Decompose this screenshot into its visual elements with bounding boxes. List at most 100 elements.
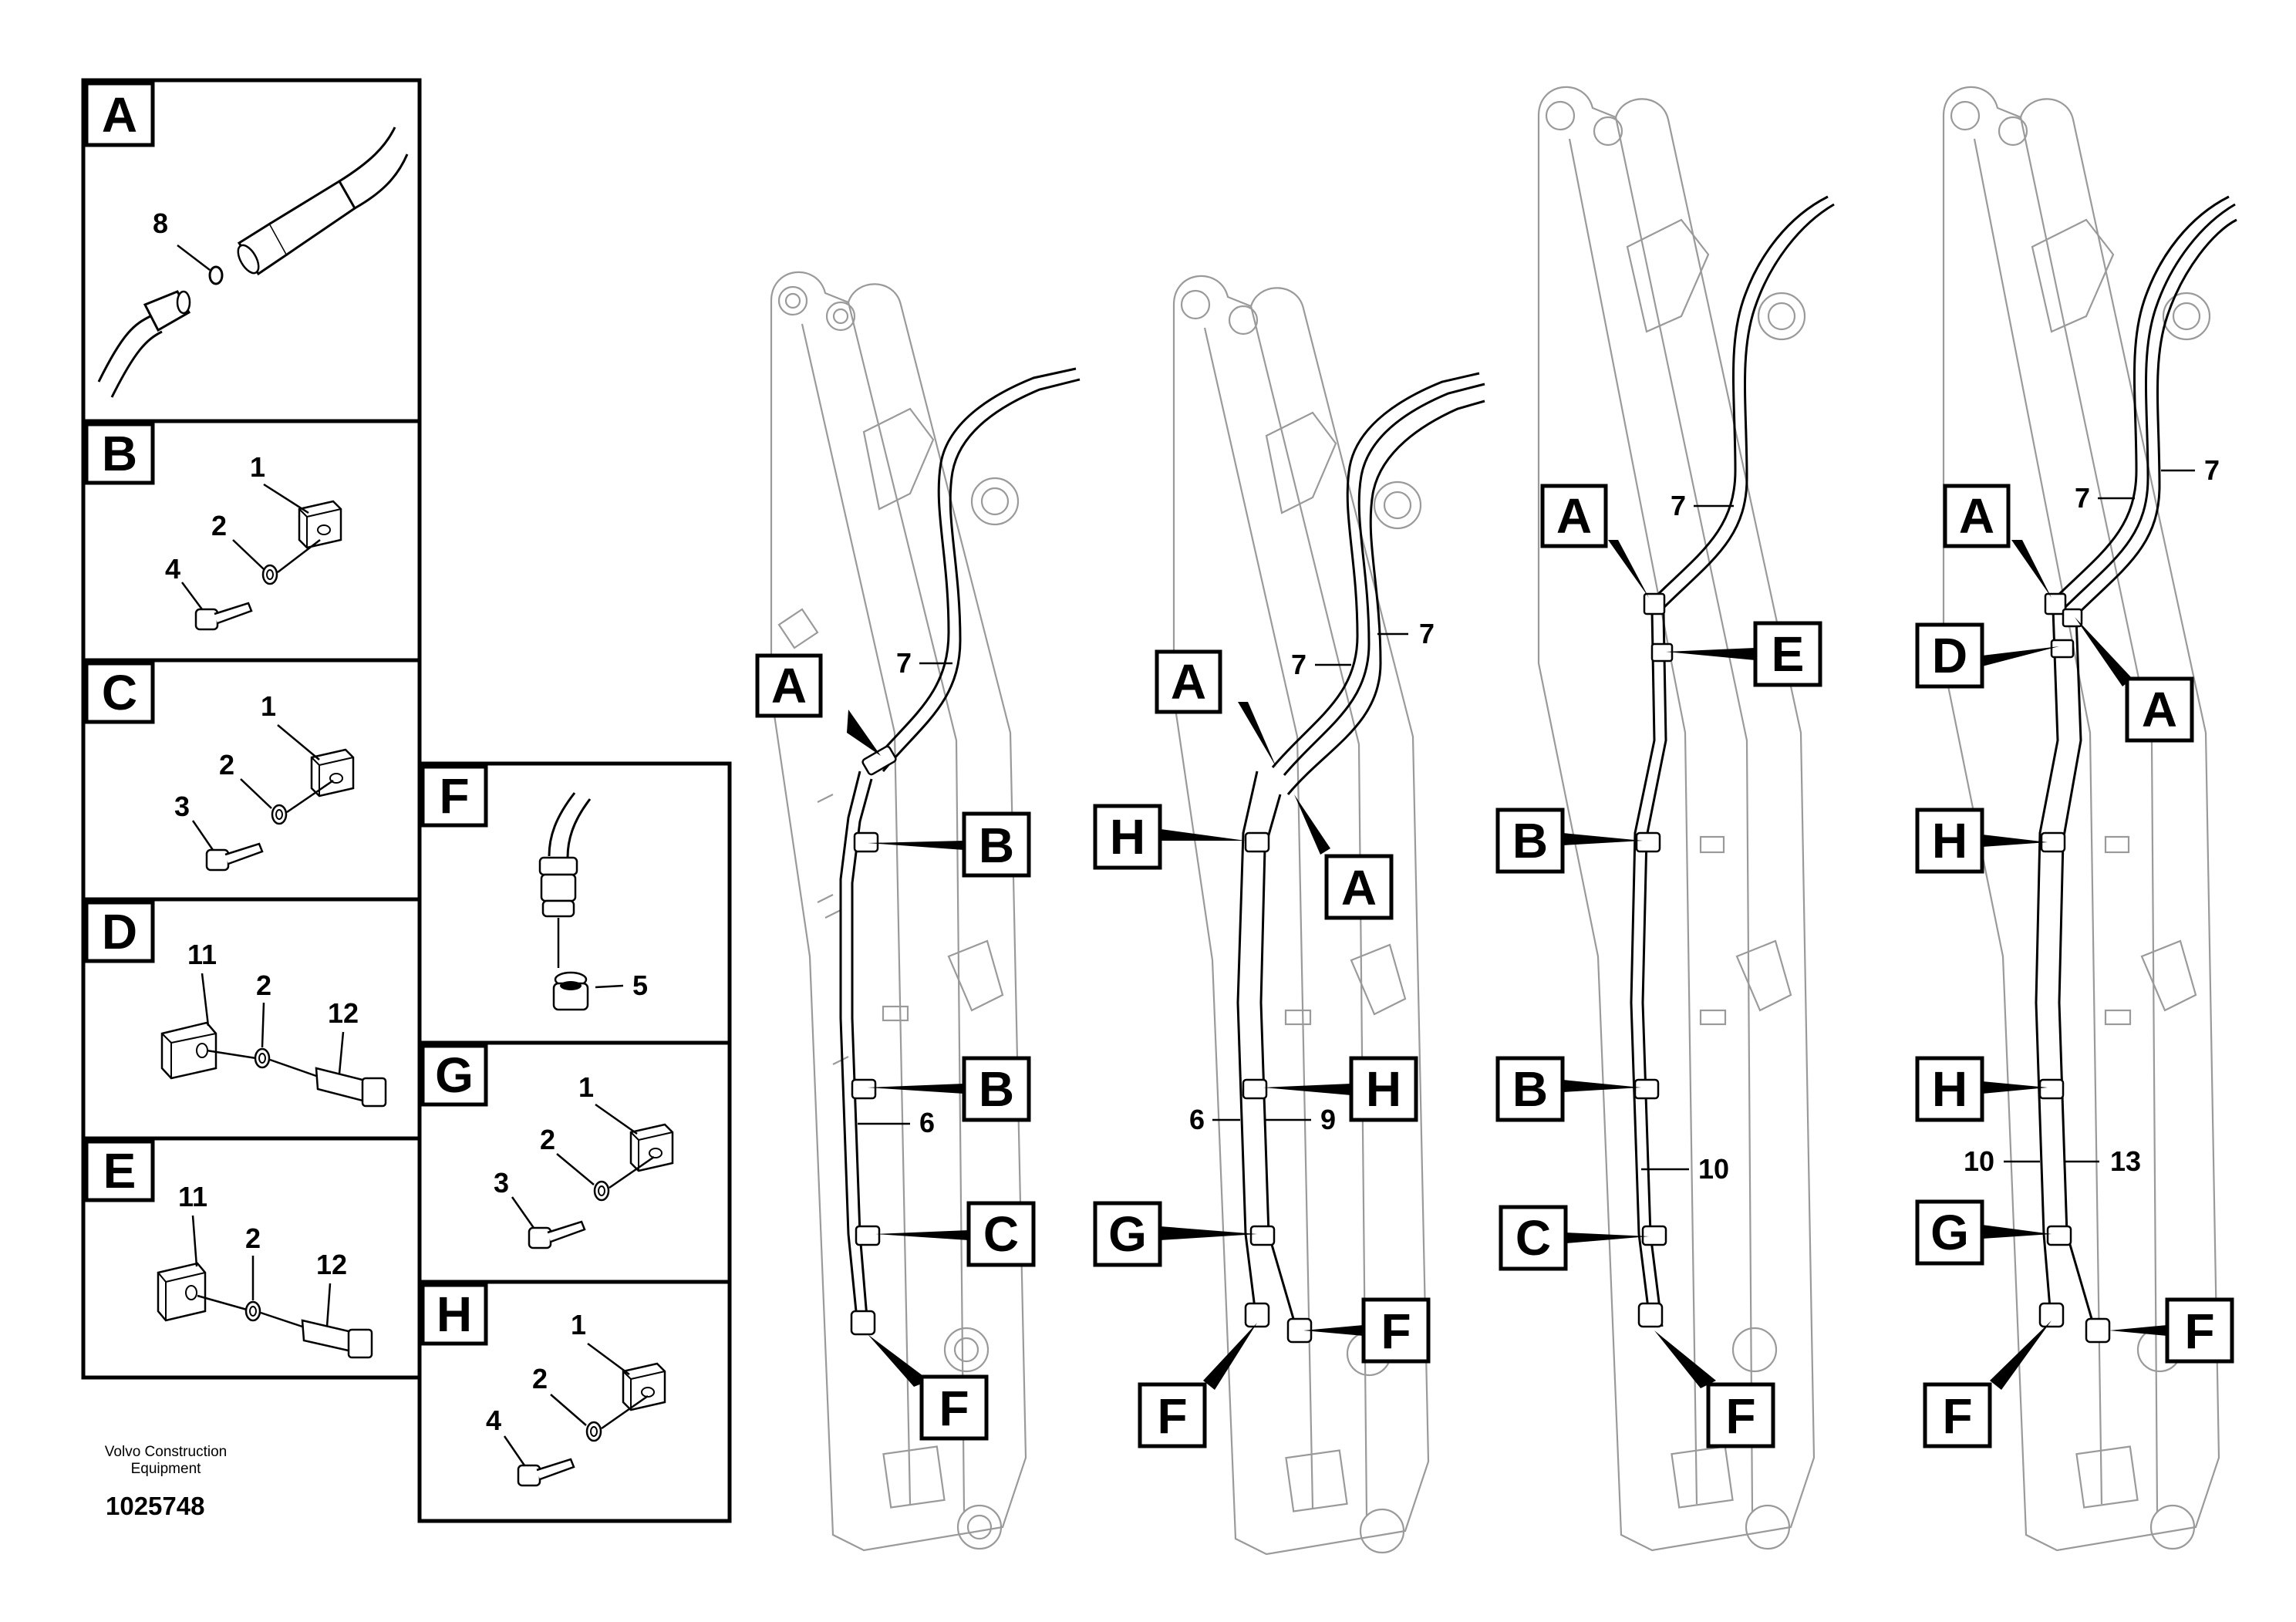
callout-7: 7 [2204,454,2220,486]
label-box: F [2184,1303,2214,1359]
panel-h-drawing: 1 2 4 [486,1309,666,1487]
callout-8: 8 [153,207,168,239]
callout-12: 12 [316,1249,347,1280]
label-box: G [1108,1206,1147,1262]
footer: Volvo Construction Equipment [77,1444,255,1478]
fitting-nut-icon [538,856,578,918]
panel-letter: A [102,87,137,143]
label-box: A [1556,488,1592,544]
panel-d-drawing: 11 2 12 [160,939,387,1108]
o-ring-icon [208,265,224,285]
callout-2: 2 [211,510,227,541]
callout-3: 3 [494,1167,509,1199]
panel-c-drawing: 1 2 3 [174,690,355,872]
washer-icon [244,1300,261,1322]
boom-1 [770,271,1081,1552]
panel-letter: D [102,904,137,959]
tube-6 [839,771,861,1327]
callout-7: 7 [896,647,912,679]
label-box: A [771,658,807,713]
panel-letter: E [103,1143,137,1199]
callout-2: 2 [256,969,271,1001]
detail-panels [81,78,732,1523]
washer-icon [593,1180,610,1202]
hose-7 [870,367,1077,764]
label-box: C [983,1206,1019,1262]
callout-10: 10 [1964,1145,1994,1177]
callout-2: 2 [245,1222,261,1254]
callout-7: 7 [1419,618,1435,649]
hose-7 [1271,372,1480,768]
tube-10 [1630,609,1656,1327]
callout-7: 7 [1671,490,1686,521]
panel-a-drawing: 8 [97,126,409,398]
washer-icon [271,804,288,825]
bolt-icon [528,1220,586,1249]
label-box: E [1772,626,1805,682]
callout-2: 2 [540,1124,555,1155]
panel-letter: B [102,426,137,481]
callout-1: 1 [250,451,265,483]
callout-13: 13 [2110,1145,2141,1177]
label-box: H [1366,1061,1401,1117]
label-box: B [1512,813,1548,868]
label-box: F [1381,1303,1411,1359]
bolt-icon [205,842,264,872]
bolt-icon [194,602,253,631]
callout-11: 11 [187,939,217,970]
callout-1: 1 [571,1309,586,1340]
callout-1: 1 [261,690,276,722]
washer-icon [585,1421,602,1442]
drawing-number: 1025748 [106,1492,205,1520]
label-box: G [1930,1205,1969,1260]
clamp-icon [310,748,355,798]
label-box: A [1959,488,1994,544]
hose-7 [1649,195,1829,603]
clamp-icon [157,1262,207,1322]
callout-4: 4 [165,553,180,585]
label-box: A [1341,860,1377,916]
tube-9 [1259,794,1297,1327]
callout-10: 10 [1698,1153,1729,1185]
label-box: F [939,1381,969,1436]
washer-icon [254,1047,271,1069]
label-box: F [1157,1388,1187,1444]
panel-letter-boxes: A B C D E F G H [84,81,488,1346]
label-box: F [1942,1388,1972,1444]
boom-label-boxes: A B B C F A A H H G F F [755,484,2234,1448]
label-box: H [1932,1061,1967,1117]
panel-letter: G [435,1047,474,1103]
boom-2 [1172,275,1485,1556]
callout-6: 6 [1189,1104,1205,1135]
tube-10 [2035,609,2059,1327]
clamp-icon [622,1362,666,1411]
callout-2: 2 [219,749,234,781]
clamp-icon [160,1021,217,1080]
callout-1: 1 [578,1071,594,1103]
bolt-icon [301,1319,373,1359]
boom-3 [1537,86,1835,1552]
panel-letter: H [437,1286,472,1342]
label-box: B [979,818,1014,873]
bolt-icon [517,1458,575,1487]
panel-letter: C [102,665,137,720]
panel-letter: F [439,768,469,824]
label-box: F [1725,1388,1755,1444]
hose-7 [2050,195,2230,603]
company-line-1: Volvo Construction [104,1444,228,1460]
callout-7: 7 [2075,482,2090,514]
bolt-icon [315,1067,387,1108]
callout-4: 4 [486,1404,501,1436]
label-box: A [1171,654,1206,710]
boom-callouts: 7 6 7 7 6 9 7 10 7 7 10 13 [858,454,2220,1185]
panel-e-drawing: 11 2 12 [157,1181,373,1359]
label-box: H [1932,813,1967,868]
label-box: B [979,1061,1014,1117]
callout-11: 11 [178,1181,207,1212]
label-box: A [2142,682,2177,737]
callout-3: 3 [174,791,190,822]
callout-12: 12 [328,997,359,1029]
callout-2: 2 [532,1363,548,1394]
washer-icon [261,564,278,585]
